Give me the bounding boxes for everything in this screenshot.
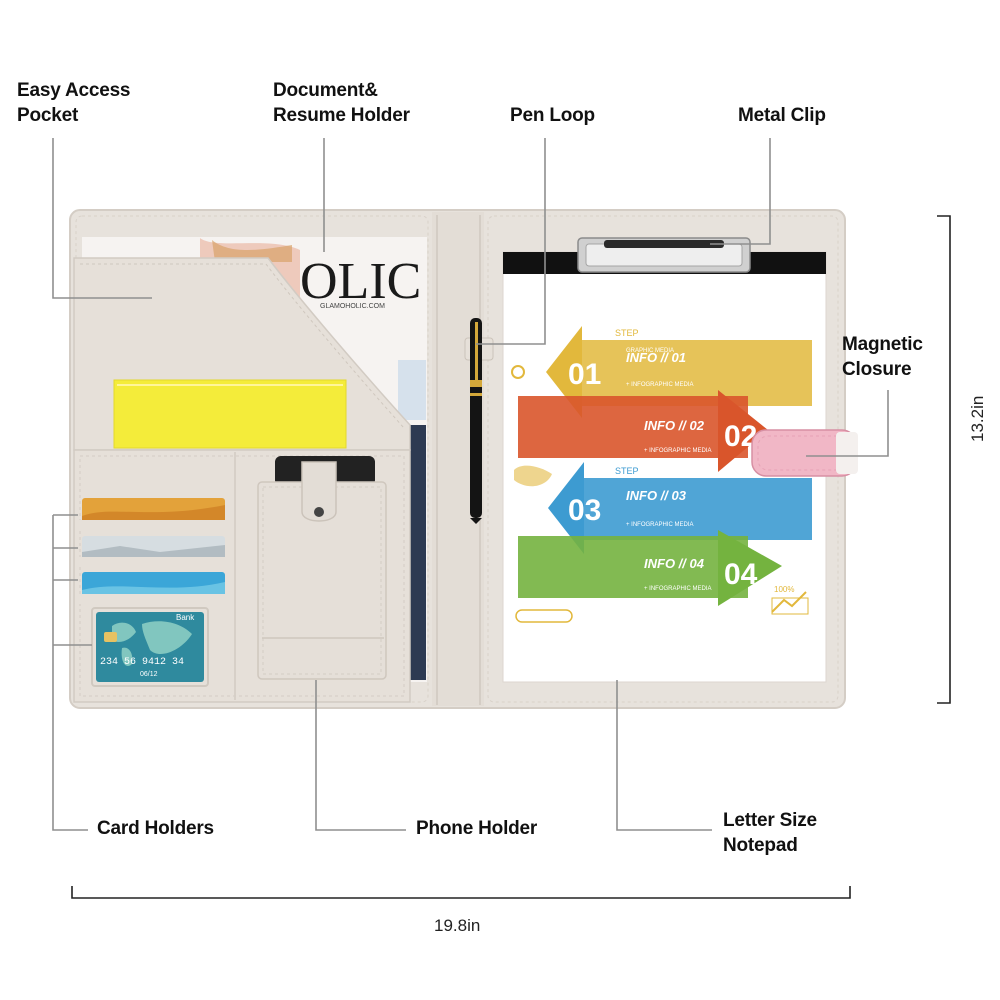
- step-3-info: INFO // 03: [626, 488, 687, 503]
- magnetic-closure: [751, 429, 858, 477]
- step-4-number: 04: [724, 558, 758, 591]
- card-holders: [76, 498, 231, 604]
- step-1-sub: + INFOGRAPHIC MEDIA: [626, 382, 694, 388]
- infographic: [511, 326, 812, 623]
- card-number: 234 56 9412 34: [100, 657, 184, 668]
- dimension-lines: [71, 215, 951, 899]
- document-line2: Resume Holder: [273, 105, 410, 126]
- step-2-sub: + INFOGRAPHIC MEDIA: [644, 448, 712, 454]
- graphic-media-1: GRAPHIC MEDIA: [626, 348, 674, 354]
- magazine-masthead: OLIC: [300, 253, 421, 310]
- step-2-info: INFO // 02: [644, 418, 705, 433]
- easy-access-line2: Pocket: [17, 105, 79, 126]
- phone-holder: [257, 456, 387, 680]
- notepad-label: Letter Size Notepad: [723, 808, 817, 858]
- step-3-sub: + INFOGRAPHIC MEDIA: [626, 522, 694, 528]
- leader-lines: [52, 138, 889, 831]
- card-holders-label: Card Holders: [97, 818, 214, 839]
- sticky-notes: [113, 379, 347, 449]
- magnetic-line2: Closure: [842, 359, 912, 380]
- magnetic-line1: Magnetic: [842, 334, 923, 355]
- percent-label: 100%: [774, 585, 794, 594]
- step-word-3: STEP: [615, 466, 639, 476]
- step-word-1: STEP: [615, 328, 639, 338]
- step-3-number: 03: [568, 494, 601, 527]
- pen: [464, 318, 494, 524]
- magazine-url: GLAMOHOLIC.COM: [320, 303, 385, 310]
- metal-clip: [577, 237, 751, 273]
- easy-access-line1: Easy Access: [17, 80, 131, 101]
- notepad-line2: Notepad: [723, 835, 798, 856]
- card-bank-name: Bank: [176, 613, 195, 622]
- phone-holder-label: Phone Holder: [416, 818, 538, 839]
- metal-clip-label: Metal Clip: [738, 105, 826, 126]
- document-line1: Document&: [273, 80, 378, 101]
- pen-loop-label: Pen Loop: [510, 105, 595, 126]
- step-4-info: INFO // 04: [644, 556, 705, 571]
- document-holder-label: Document& Resume Holder: [273, 78, 410, 128]
- easy-access-pocket-label: Easy Access Pocket: [17, 78, 131, 128]
- height-dimension-label: 13.2in: [968, 395, 987, 442]
- card-expiry: 06/12: [140, 671, 158, 678]
- width-dimension-label: 19.8in: [434, 916, 481, 935]
- step-1-number: 01: [568, 358, 601, 391]
- step-4-sub: + INFOGRAPHIC MEDIA: [644, 586, 712, 592]
- magnetic-closure-label: Magnetic Closure: [842, 332, 923, 382]
- step-1-info: INFO // 01: [626, 350, 686, 365]
- notepad-line1: Letter Size: [723, 810, 817, 831]
